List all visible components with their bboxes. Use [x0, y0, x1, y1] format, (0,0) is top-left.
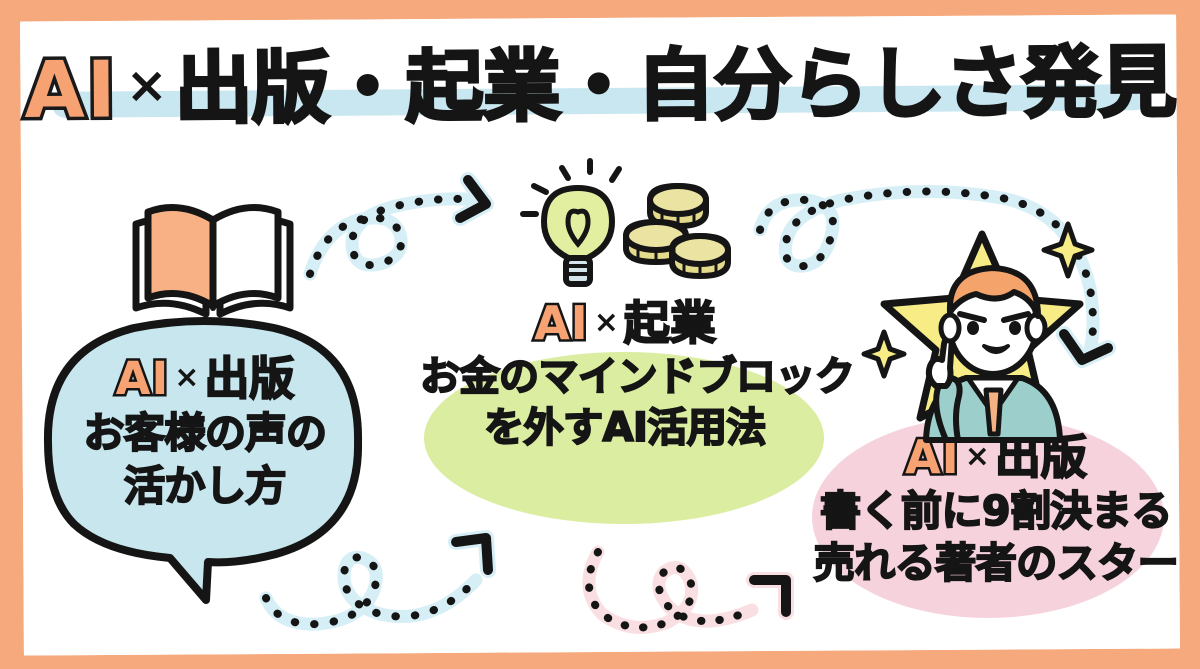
star-businessman-icon — [862, 228, 1102, 443]
dotted-arrow-bottom-left-icon — [256, 524, 518, 640]
card-author-star-blob[interactable] — [812, 416, 1164, 618]
card-author-star-text: AI×出版 書く前に9割決まる 売れる著者のスター — [806, 432, 1186, 587]
page-title: AI×出版・起業・自分らしさ発見 — [0, 30, 1200, 139]
card-entrepreneurship-heading-rest: 起業 — [623, 296, 717, 350]
card-entrepreneurship-heading: AI×起業 — [420, 298, 830, 349]
card-author-star-heading: AI×出版 — [806, 432, 1186, 483]
card-entrepreneurship-text: AI×起業 お金のマインドブロック を外すAI活用法 — [419, 298, 856, 451]
title-ai-text: AI — [21, 42, 122, 140]
card-entrepreneurship-blob[interactable] — [424, 352, 824, 524]
card-entrepreneurship-line-2: を外すAI活用法 — [483, 405, 767, 451]
open-book-icon — [118, 186, 308, 336]
card-publishing-heading: AI×出版 — [52, 354, 358, 404]
sparkle-large-icon — [1041, 221, 1095, 279]
card-publishing-bubble[interactable] — [38, 308, 368, 604]
card-author-star-line-1: 書く前に9割決まる — [819, 487, 1174, 535]
card-publishing-line-2: 活かし方 — [123, 462, 288, 510]
times-icon: × — [964, 439, 990, 474]
card-publishing-line-1: お客様の声の — [83, 409, 329, 457]
title-times-icon: × — [125, 56, 167, 115]
dotted-arrow-bottom-center-icon — [574, 540, 818, 650]
card-publishing-heading-rest: 出版 — [203, 352, 295, 405]
card-publishing-heading-ai: AI — [113, 352, 171, 405]
sparkle-small-icon — [861, 329, 907, 379]
card-author-star-line-2: 売れる著者のスター — [813, 539, 1180, 587]
card-publishing-text: AI×出版 お客様の声の 活かし方 — [52, 354, 358, 510]
card-entrepreneurship-line-1: お金のマインドブロック — [419, 354, 856, 400]
times-icon: × — [593, 305, 619, 340]
title-rest-text: 出版・起業・自分らしさ発見 — [173, 36, 1178, 136]
times-icon: × — [174, 360, 200, 395]
card-entrepreneurship-heading-ai: AI — [532, 296, 591, 350]
dotted-arrow-top-left-icon — [300, 172, 520, 284]
lightbulb-coins-icon — [516, 158, 736, 296]
